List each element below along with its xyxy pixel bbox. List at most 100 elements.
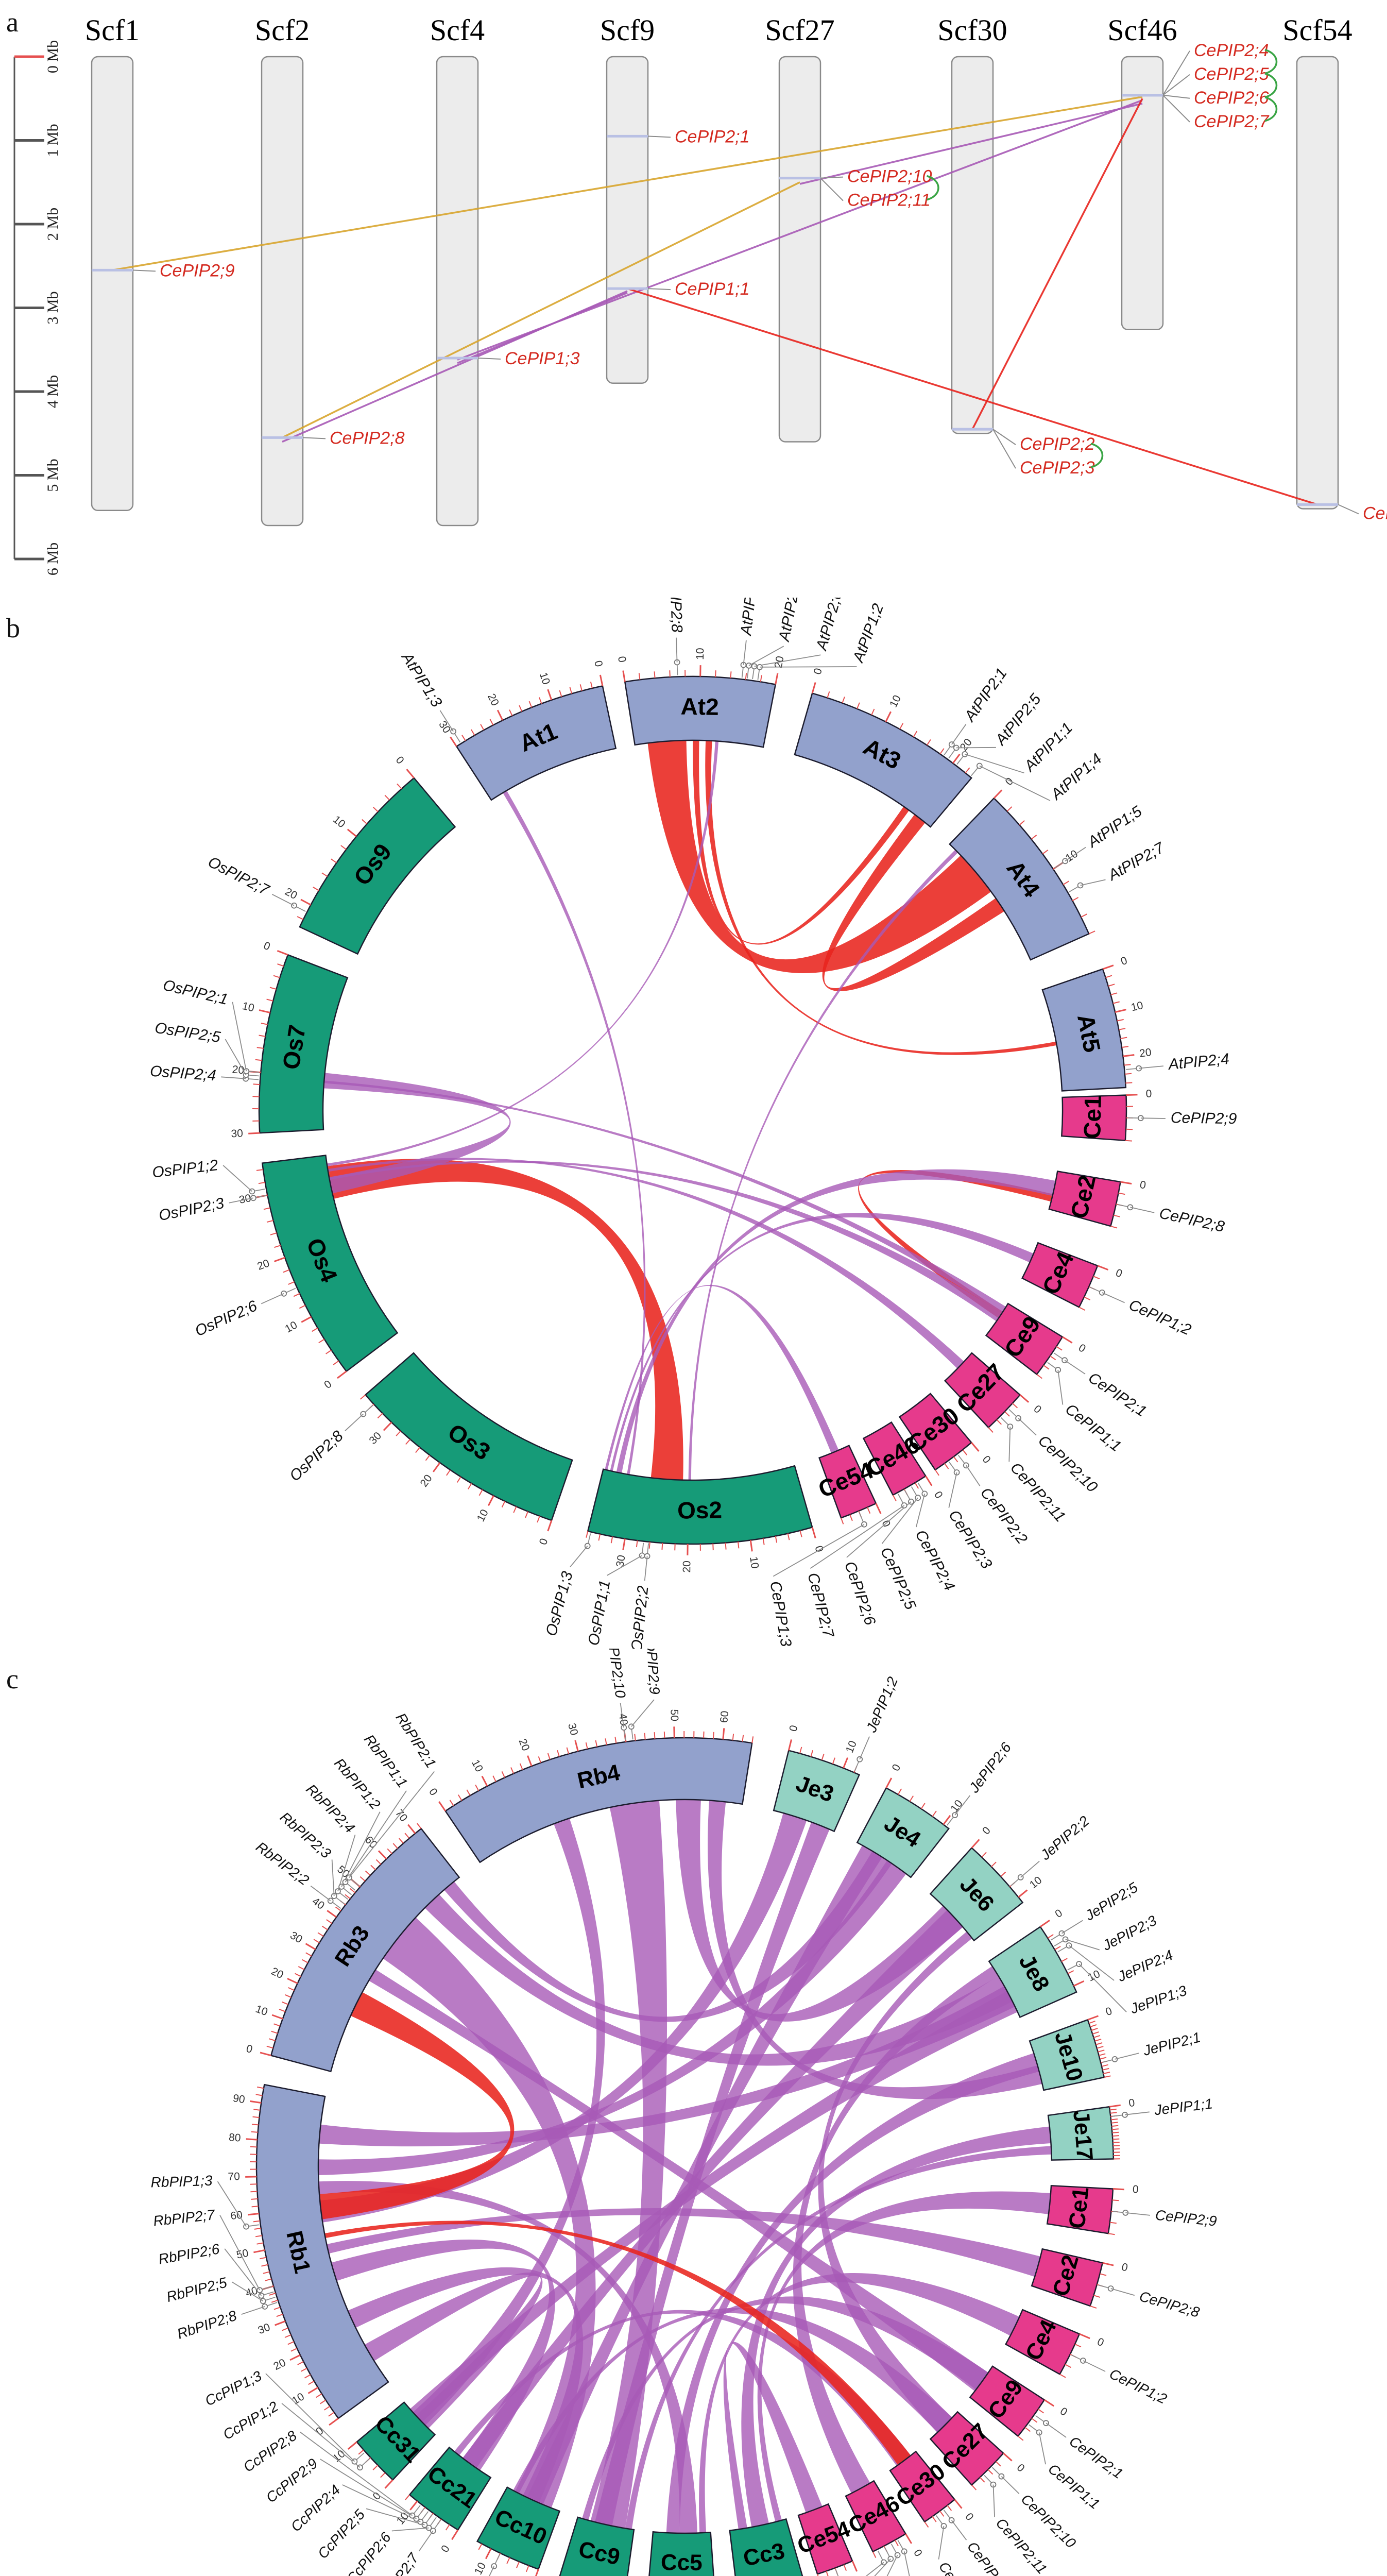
synteny-link xyxy=(799,103,1143,185)
svg-text:Os2: Os2 xyxy=(677,1496,723,1524)
svg-text:0: 0 xyxy=(1104,2005,1114,2019)
gene-CePIP2;3: CePIP2;3 xyxy=(952,428,1095,478)
gene-label: CePIP2;6 xyxy=(1194,88,1269,108)
gene-label: AtPIP2;6 xyxy=(813,598,846,653)
chord-Rb3-Cc10 xyxy=(383,1917,596,2508)
gene-label: CePIP2;4 xyxy=(912,1527,958,1594)
gene-label: OsPIP2;1 xyxy=(161,977,230,1008)
gene-label: OsPIP1;2 xyxy=(151,1157,219,1181)
chord-Je10-Cc5 xyxy=(666,2053,1039,2533)
tandem-arcs xyxy=(926,49,1278,468)
svg-text:0: 0 xyxy=(1076,1342,1088,1355)
svg-text:20: 20 xyxy=(418,1472,434,1489)
gene-CePIP2;9: CePIP2;9 xyxy=(92,261,235,280)
chord-Ce54-Cc3 xyxy=(723,2342,823,2530)
svg-text:0: 0 xyxy=(1053,1907,1065,1921)
svg-text:Je17: Je17 xyxy=(1068,2109,1098,2161)
gene-CcPIP2;10: CcPIP2;10 xyxy=(489,2554,500,2576)
chord-At3-At4 xyxy=(822,814,1005,991)
svg-text:20: 20 xyxy=(255,1257,271,1273)
gene-label: OsPIP2;3 xyxy=(157,1195,226,1225)
gene-OsPIP1;3: OsPIP1;3 xyxy=(543,1533,591,1638)
gene-label: RbPIP2;4 xyxy=(303,1781,358,1836)
svg-text:Scf4: Scf4 xyxy=(430,13,485,47)
svg-text:0: 0 xyxy=(1128,2097,1136,2109)
svg-text:0: 0 xyxy=(592,659,605,668)
gene-label: CePIP1;2 xyxy=(1126,1296,1194,1339)
chord-Os7-Ce9 xyxy=(323,1080,1006,1314)
chord-Je4-Cc10 xyxy=(527,1845,882,2505)
gene-label: RbPIP2;8 xyxy=(175,2307,239,2342)
gene-CePIP1;1: CePIP1;1 xyxy=(1047,1362,1124,1455)
synteny-link xyxy=(457,292,628,364)
svg-text:10: 10 xyxy=(1130,999,1144,1014)
gene-label: AtPIP1;3 xyxy=(398,649,445,710)
ticks-Je10: 0 xyxy=(1087,2005,1114,2078)
chromosome-Cc21: Cc21010 xyxy=(395,2446,492,2554)
chord-Rb3-Ce9 xyxy=(369,1969,988,2392)
gene-CePIP2;8: CePIP2;8 xyxy=(1098,2284,1202,2320)
gene-label: CePIP2;5 xyxy=(1194,64,1269,84)
svg-text:Scf27: Scf27 xyxy=(765,13,834,47)
chromosome-At2: At201020 xyxy=(615,648,786,748)
gene-label: CcPIP2;4 xyxy=(288,2482,344,2535)
tandem-arc xyxy=(926,175,939,201)
gene-label: RbPIP1;1 xyxy=(361,1732,410,1791)
gene-label: JePIP2;3 xyxy=(1100,1912,1159,1954)
gene-label: CePIP2;9 xyxy=(1171,1109,1237,1127)
gene-RbPIP1;3: RbPIP1;3 xyxy=(150,2173,259,2230)
gene-label: JePIP2;6 xyxy=(966,1739,1015,1796)
chromosome-Scf30: Scf30 xyxy=(937,13,1007,434)
svg-text:0: 0 xyxy=(426,1786,440,1798)
svg-text:10: 10 xyxy=(283,1319,299,1335)
svg-text:70: 70 xyxy=(393,1807,410,1824)
gene-CePIP2;6: CePIP2;6 xyxy=(874,2547,894,2576)
svg-text:30: 30 xyxy=(231,1127,244,1140)
svg-text:Scf2: Scf2 xyxy=(255,13,310,47)
gene-CePIP2;8: CePIP2;8 xyxy=(262,428,405,448)
svg-text:10: 10 xyxy=(844,1739,859,1755)
gene-label: CcPIP1;2 xyxy=(220,2398,281,2443)
gene-label: JePIP2;5 xyxy=(1082,1879,1141,1924)
svg-text:0: 0 xyxy=(980,1453,993,1466)
gene-label: CePIP2;7 xyxy=(1194,112,1270,131)
svg-text:0: 0 xyxy=(1031,1403,1043,1416)
gene-JePIP2;4: JePIP2;4 xyxy=(1057,1942,1175,1985)
svg-text:0: 0 xyxy=(1015,2462,1027,2475)
chromosome-Cc10: Cc10010 xyxy=(472,2486,561,2576)
gene-CePIP2;11: CePIP2;11 xyxy=(779,177,931,210)
gene-label: RbPIP2;5 xyxy=(165,2274,229,2305)
svg-text:80: 80 xyxy=(228,2131,241,2144)
gene-CePIP1;2: CePIP1;2 xyxy=(1071,2354,1170,2407)
gene-label: AtPIP1;4 xyxy=(1047,750,1105,804)
chromosome-Je17: Je17 0 xyxy=(1047,2097,1136,2161)
gene-OsPIP2;3: OsPIP2;3 xyxy=(157,1195,266,1225)
svg-text:Scf46: Scf46 xyxy=(1107,13,1177,47)
svg-text:Scf1: Scf1 xyxy=(85,13,140,47)
gene-label: RbPIP2;3 xyxy=(277,1809,334,1861)
chord-Os7-Os4 xyxy=(323,1073,511,1194)
chromosome-Scf4: Scf4 xyxy=(430,13,485,527)
svg-text:1 Mb: 1 Mb xyxy=(44,124,61,157)
chord-Je3-Cc9 xyxy=(595,1822,830,2526)
svg-text:0: 0 xyxy=(890,1762,903,1773)
gene-label: CePIP2;3 xyxy=(1020,458,1095,478)
chromosome-Scf27: Scf27 xyxy=(765,13,835,443)
chromosome-Ce54: Ce540 xyxy=(814,1445,893,1529)
panel-b-letter: b xyxy=(6,613,20,643)
gene-label: CePIP2;11 xyxy=(1007,1460,1069,1526)
svg-text:0 Mb: 0 Mb xyxy=(44,40,61,73)
chord-Rb1-Ce2 xyxy=(327,2208,1041,2277)
gene-label: CePIP2;10 xyxy=(1035,1432,1101,1496)
gene-OsPIP2;7: OsPIP2;7 xyxy=(205,853,306,912)
